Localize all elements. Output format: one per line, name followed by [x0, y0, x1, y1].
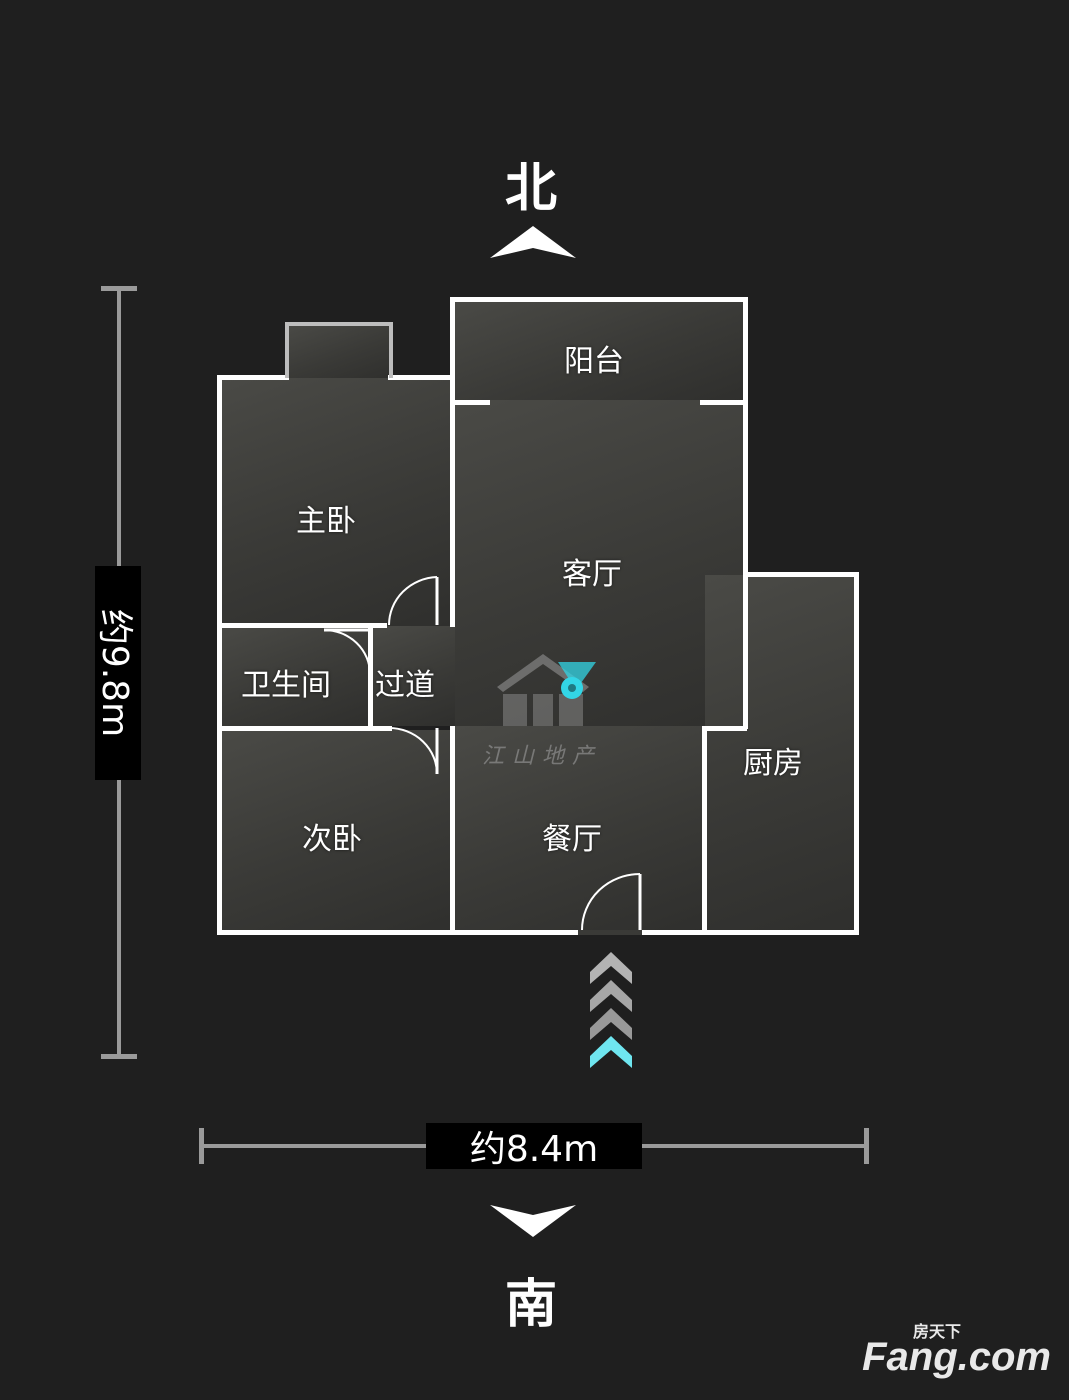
brand-cn-watermark: 房天下 [912, 1322, 961, 1341]
wall [700, 400, 745, 405]
width-dimension-tick-left [199, 1128, 204, 1164]
second-bedroom-room [220, 730, 455, 932]
height-dimension-label: 约9.8m [94, 566, 141, 780]
wall [217, 375, 222, 935]
living-room-label: 客厅 [562, 557, 622, 592]
south-arrow-icon [490, 1205, 576, 1237]
wall [450, 297, 455, 627]
wall [450, 726, 455, 935]
wall [285, 322, 393, 326]
master-bedroom-door[interactable] [385, 575, 445, 630]
second-bedroom-door[interactable] [385, 726, 445, 776]
height-dimension-tick-bottom [101, 1054, 137, 1059]
width-dimension-label: 约8.4m [426, 1123, 642, 1170]
balcony-label: 阳台 [564, 344, 624, 379]
entrance-gap [578, 930, 642, 935]
wall [389, 322, 393, 378]
north-label: 北 [505, 159, 558, 219]
second-bedroom-label: 次卧 [302, 822, 362, 857]
wall [450, 297, 748, 302]
wall [854, 572, 859, 935]
dining-room-label: 餐厅 [542, 822, 602, 857]
wall [368, 623, 373, 727]
wall [285, 322, 289, 378]
master-bedroom-label: 主卧 [296, 504, 356, 539]
kitchen-room [705, 575, 857, 932]
living-room-area [455, 400, 745, 730]
entrance-door[interactable] [578, 870, 648, 934]
wall [217, 726, 392, 731]
dining-room-area [455, 726, 705, 932]
bathroom-door[interactable] [322, 628, 374, 676]
width-dimension-tick-right [864, 1128, 869, 1164]
entrance-arrows-icon [590, 952, 632, 1068]
wall [217, 375, 289, 380]
master-bedroom-window-bay [287, 325, 390, 380]
company-logo-text: 江山地产 [482, 744, 603, 769]
wall [702, 726, 707, 935]
wall [702, 726, 747, 731]
hallway-label: 过道 [375, 668, 435, 703]
wall [743, 297, 748, 729]
bathroom-room [220, 626, 370, 726]
bathroom-label: 卫生间 [241, 668, 331, 703]
brand-watermark: Fang.com [862, 1335, 1051, 1379]
current-position-marker-icon [558, 662, 596, 699]
south-label: 南 [505, 1275, 558, 1335]
kitchen-label: 厨房 [743, 746, 803, 781]
balcony-room [455, 300, 745, 400]
wall [388, 375, 453, 380]
wall [217, 930, 859, 935]
wall [743, 572, 859, 577]
hallway-room [370, 626, 455, 726]
north-arrow-icon [490, 226, 576, 258]
wall [455, 400, 490, 405]
wall [217, 623, 387, 628]
height-dimension-tick-top [101, 286, 137, 291]
